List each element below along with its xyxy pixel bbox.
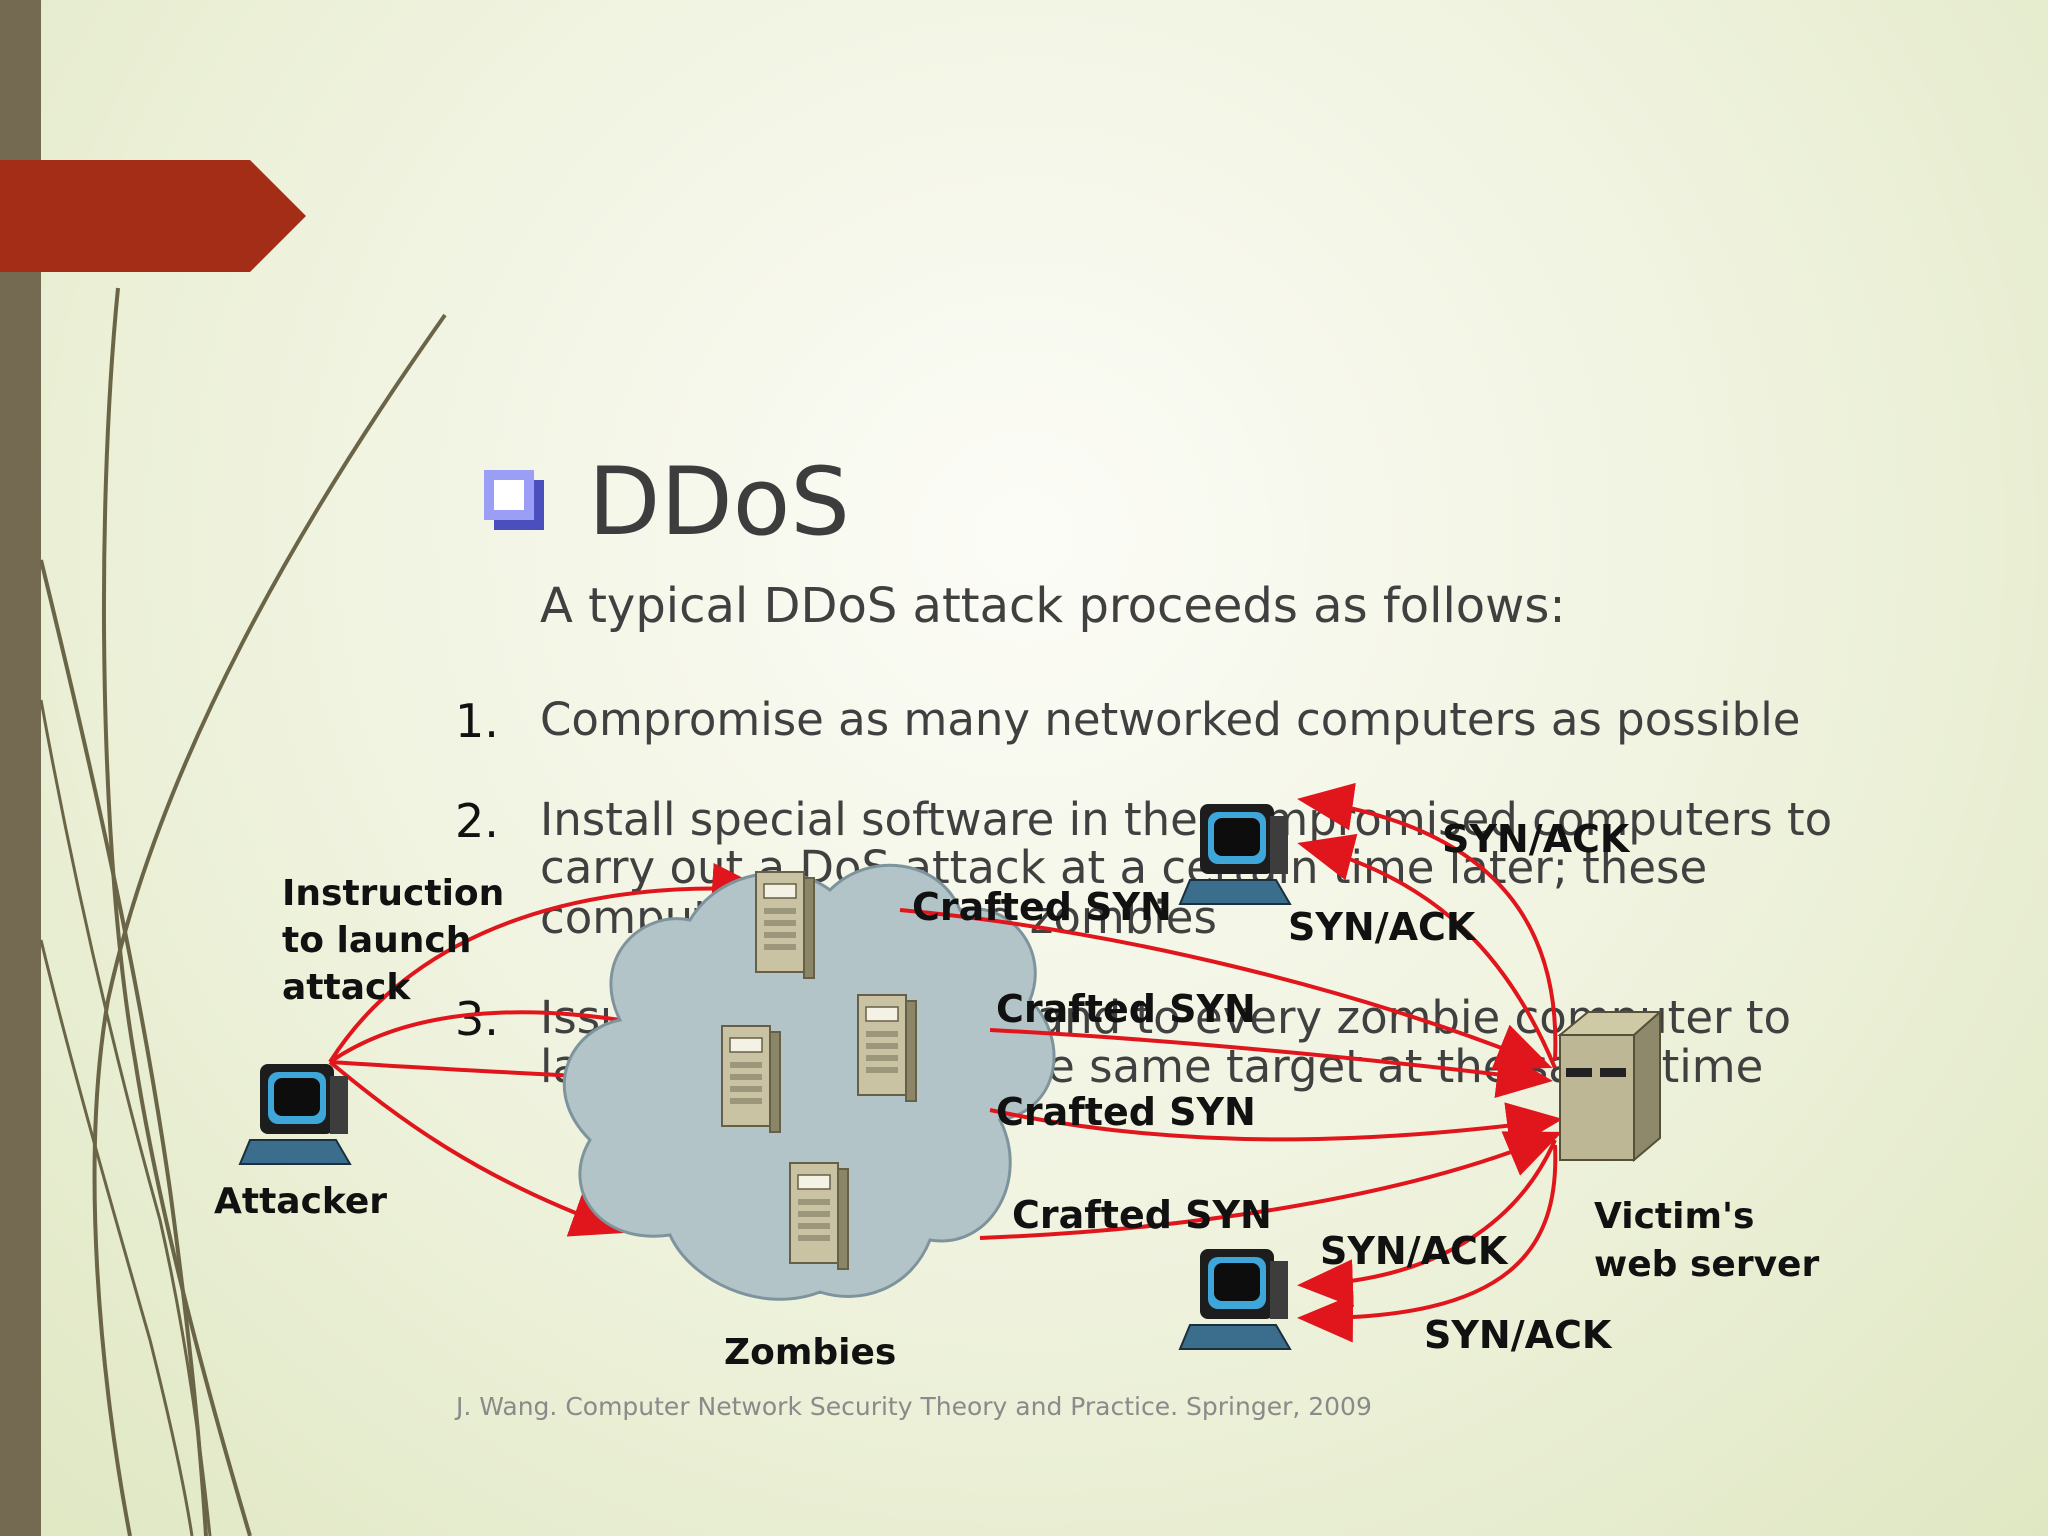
attacker-pc-icon [239,1063,351,1165]
checkbox-bullet-icon [484,470,544,530]
victim-label-2: web server [1594,1244,1819,1285]
instruction-label-1: Instruction [282,873,504,914]
slide-title: DDoS [588,448,850,557]
syn-ack-label-3: SYN/ACK [1320,1229,1509,1273]
red-arrow-tab [0,160,306,272]
instruction-label-2: to launch [282,920,471,961]
syn-ack-label-4: SYN/ACK [1424,1313,1613,1357]
syn-ack-arrows [1297,782,1558,1343]
syn-ack-label-2: SYN/ACK [1288,905,1477,949]
step-2-number: 2. [455,794,499,848]
syn-ack-label-1: SYN/ACK [1442,817,1631,861]
instruction-label-3: attack [282,967,411,1008]
citation: J. Wang. Computer Network Security Theor… [456,1392,1372,1421]
crafted-syn-arrows [899,908,1563,1240]
step-1-number: 1. [455,694,499,748]
zombies-cloud [562,863,1056,1301]
crafted-syn-label-1: Crafted SYN [912,885,1172,929]
victim-server-icon [1557,1009,1663,1163]
step-3-number: 3. [455,992,499,1046]
reflector-pc-top-icon [1179,803,1291,905]
attacker-label: Attacker [214,1181,387,1222]
crafted-syn-label-4: Crafted SYN [1012,1193,1272,1237]
victim-label-1: Victim's [1594,1196,1754,1237]
slide-subtitle: A typical DDoS attack proceeds as follow… [540,578,1566,634]
crafted-syn-label-2: Crafted SYN [996,987,1256,1031]
reflector-pc-bottom-icon [1179,1248,1291,1350]
crafted-syn-label-3: Crafted SYN [996,1090,1256,1134]
step-1-line-1: Compromise as many networked computers a… [540,693,1801,746]
zombies-label: Zombies [724,1332,896,1373]
step-2-line-1: Install special software in the compromi… [540,793,1833,846]
